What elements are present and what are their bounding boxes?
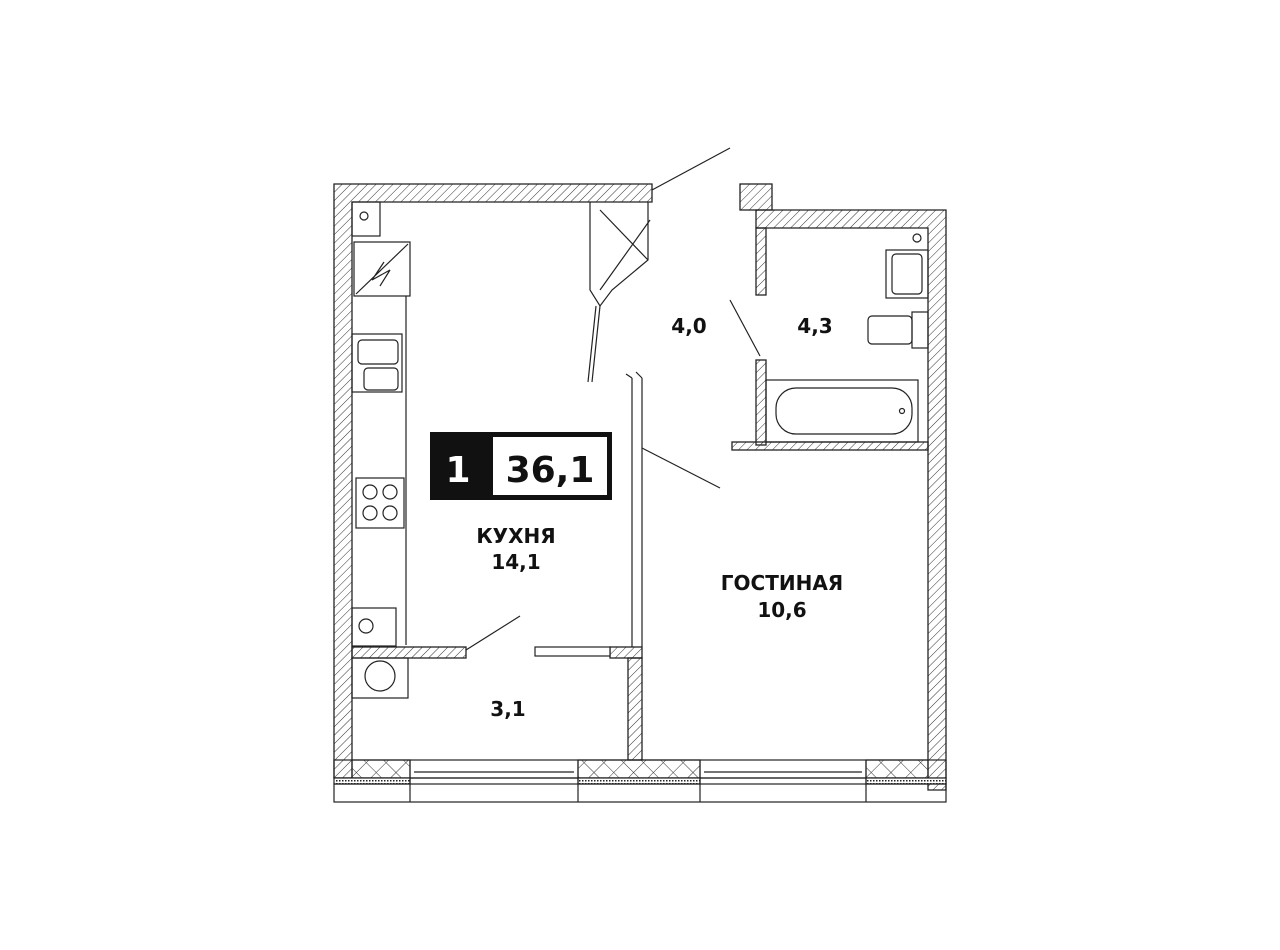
wall-bath-horizontal [731, 441, 929, 451]
washbasin [885, 249, 929, 299]
wall-right [755, 209, 947, 791]
wall-bottom-a [351, 759, 411, 779]
stove [355, 477, 405, 529]
toilet [867, 315, 913, 345]
wall-hall-left [351, 646, 467, 659]
wall-bottom-c [865, 759, 929, 779]
entrance-door [651, 147, 731, 191]
room-name-living: ГОСТИНАЯ [721, 571, 843, 595]
wall-stub-top [739, 183, 773, 211]
room-area-kitchen: 14,1 [491, 550, 540, 574]
door-hall [465, 615, 521, 651]
wall-bath-lower [755, 359, 767, 446]
window-1 [409, 760, 579, 802]
wall-bath-upper [755, 227, 767, 296]
shaft [351, 201, 381, 237]
total-area: 36,1 [506, 450, 595, 491]
sink [351, 333, 403, 393]
partition-kitchen-living [625, 371, 643, 647]
door-living [641, 447, 721, 489]
window-2 [699, 760, 867, 802]
wall-hall-right [609, 646, 643, 659]
room-area-living: 10,6 [757, 598, 806, 622]
room-name-kitchen: КУХНЯ [476, 524, 555, 548]
dryer [351, 657, 409, 699]
wardrobe [589, 202, 651, 308]
washer [351, 607, 397, 647]
boiler [353, 241, 411, 297]
door-kitchen [587, 305, 601, 383]
wall-bottom-b [577, 759, 701, 779]
apartment-badge: 1 36,1 [430, 432, 612, 500]
room-area-storage: 3,1 [490, 697, 525, 721]
wall-partition-lower [627, 657, 643, 761]
bathtub [765, 379, 919, 443]
room-area-hall: 4,0 [671, 314, 706, 338]
room-area-bathroom: 4,3 [797, 314, 832, 338]
door-bath [729, 299, 761, 357]
rooms-count: 1 [445, 450, 470, 491]
